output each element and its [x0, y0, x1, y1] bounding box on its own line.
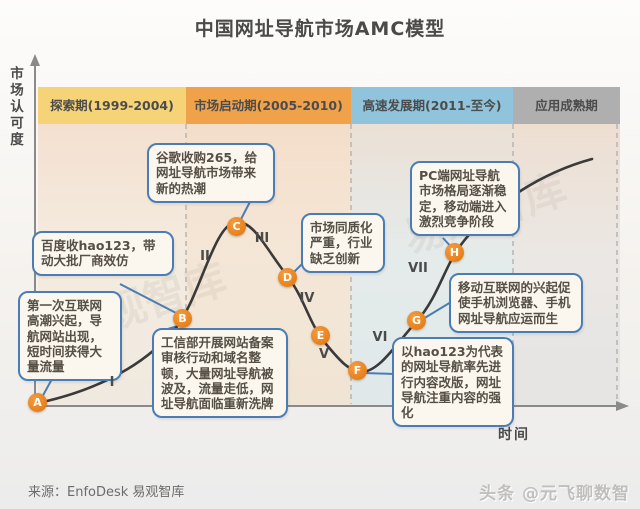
callout-first-internet-boom: 第一次互联网高潮兴起，导航网站出现，短时间获得大量流量: [18, 291, 122, 382]
stage-numeral-5: V: [318, 347, 330, 362]
curve-marker-b: B: [173, 309, 192, 328]
stage-numeral-1: I: [109, 375, 115, 390]
curve-marker-e: E: [311, 326, 330, 345]
curve-marker-a: A: [28, 393, 47, 412]
callout-pc-stable: PC端网址导航市场格局逐渐稳定，移动端进入激烈竞争阶段: [410, 161, 520, 236]
brand-watermark: 头条 @元飞聊数智: [479, 484, 630, 504]
curve-marker-f: F: [348, 361, 367, 380]
stage-numeral-6: VI: [372, 330, 388, 345]
callout-homogenization: 市场同质化严重，行业缺乏创新: [301, 213, 385, 273]
callout-mobile-rise: 移动互联网的兴起促使手机浏览器、手机网址导航应运而生: [449, 273, 583, 333]
stage-numeral-2: II: [200, 249, 210, 264]
phase-band-exploration: 探索期(1999-2004): [38, 87, 186, 124]
callout-miit-rectification: 工信部开展网站备案审核行动和域名整顿，大量网址导航被波及，流量走低，网址导航面临…: [152, 328, 288, 419]
stage-numeral-4: IV: [299, 291, 315, 306]
stage-numeral-3: III: [254, 231, 270, 246]
x-axis-label: 时间: [498, 427, 530, 443]
phase-band-growth: 高速发展期(2011-至今): [351, 87, 513, 124]
y-axis-arrow: [30, 54, 40, 66]
source-attribution: 来源：EnfoDesk 易观智库: [28, 485, 185, 500]
phase-band-mature: 应用成熟期: [513, 87, 620, 124]
curve-marker-c: C: [227, 217, 246, 236]
page-title: 中国网址导航市场AMC模型: [194, 18, 446, 40]
curve-marker-g: G: [407, 311, 426, 330]
y-axis-label: 市场认可度: [7, 66, 23, 149]
curve-marker-h: H: [445, 243, 464, 262]
stage-numeral-7: VII: [408, 261, 428, 276]
phase-band-startup: 市场启动期(2005-2010): [186, 87, 351, 124]
curve-marker-d: D: [278, 268, 297, 287]
callout-baidu-hao123: 百度收hao123，带动大批厂商效仿: [32, 231, 174, 276]
callout-hao123-content: 以hao123为代表的网址导航率先进行内容改版，网址导航注重内容的强化: [392, 337, 514, 428]
callout-google-265: 谷歌收购265，给网址导航市场带来新的热潮: [147, 143, 275, 203]
